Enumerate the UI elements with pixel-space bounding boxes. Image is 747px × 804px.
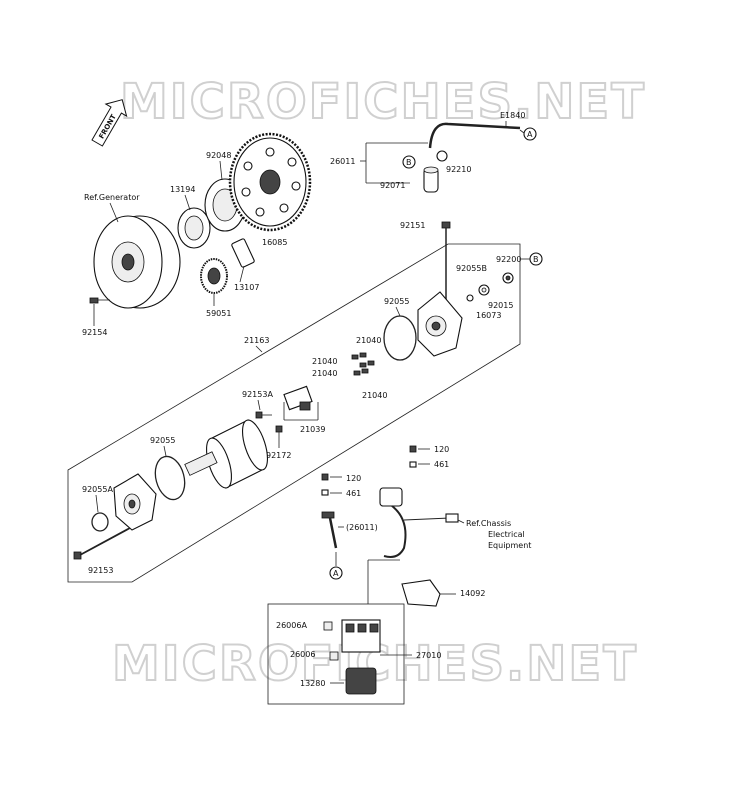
bolt-92153 — [73, 527, 131, 560]
oring-92055B — [466, 294, 474, 302]
label-26011-paren: (26011) — [346, 523, 378, 532]
front-cover — [113, 473, 157, 531]
brush-holder-21039 — [283, 385, 313, 411]
label-92071: 92071 — [380, 181, 405, 190]
label-92055-mid: 92055 — [150, 436, 175, 445]
bolt-120-a — [409, 445, 417, 453]
label-92210: 92210 — [446, 165, 471, 174]
nut-461-a — [409, 461, 417, 468]
label-14092: 14092 — [460, 589, 485, 598]
cap-92071 — [423, 166, 439, 193]
screw-92153A — [255, 411, 272, 419]
label-92153A: 92153A — [242, 390, 273, 399]
gear-59051 — [200, 258, 228, 294]
callout-B-right-label: B — [533, 255, 539, 264]
label-26006: 26006 — [290, 650, 315, 659]
oring-92055A — [91, 512, 109, 532]
callout-B-top-label: B — [406, 158, 412, 167]
callout-A-top-label: A — [527, 130, 533, 139]
label-ref-generator: Ref.Generator — [84, 193, 140, 202]
label-ref-chassis-1: Ref.Chassis — [466, 519, 511, 528]
label-59051: 59051 — [206, 309, 231, 318]
label-92200: 92200 — [496, 255, 521, 264]
shaft-13107 — [231, 238, 255, 268]
rear-cover — [417, 291, 463, 357]
label-92055B: 92055B — [456, 264, 487, 273]
label-92015: 92015 — [488, 301, 513, 310]
label-92055A: 92055A — [82, 485, 113, 494]
label-21040-d: 21040 — [362, 391, 387, 400]
label-ref-chassis-2: Electrical — [488, 530, 525, 539]
label-21039: 21039 — [300, 425, 325, 434]
label-92055-top: 92055 — [384, 297, 409, 306]
brushes-21040 — [351, 352, 375, 376]
generator-rotor — [93, 215, 181, 309]
motor-yoke — [184, 419, 269, 489]
relay-27010 — [341, 619, 381, 653]
fuse-26006A — [323, 621, 333, 631]
label-13194: 13194 — [170, 185, 195, 194]
label-120-b: 120 — [346, 474, 361, 483]
watermark-top: MICROFICHES.NET — [120, 74, 646, 130]
cover-14092 — [401, 579, 441, 607]
relay-box — [267, 603, 405, 705]
cable-26011-lower — [321, 511, 338, 549]
label-92172: 92172 — [266, 451, 291, 460]
callout-A-bottom-label: A — [333, 569, 339, 578]
bolt-92154 — [89, 297, 110, 304]
fuse-26006 — [329, 651, 339, 661]
callout-A-top — [523, 127, 537, 141]
label-21040-c: 21040 — [312, 369, 337, 378]
boot-13280 — [345, 667, 377, 695]
label-21163: 21163 — [244, 336, 269, 345]
callout-A-bottom — [329, 566, 343, 580]
label-16085: 16085 — [262, 238, 287, 247]
label-13280: 13280 — [300, 679, 325, 688]
label-13107: 13107 — [234, 283, 259, 292]
label-26011: 26011 — [330, 157, 355, 166]
label-21040-b: 21040 — [312, 357, 337, 366]
label-26006A: 26006A — [276, 621, 307, 630]
oring-92055-mid — [154, 455, 186, 501]
label-92048: 92048 — [206, 151, 231, 160]
label-27010: 27010 — [416, 651, 441, 660]
nut-92015 — [502, 272, 514, 284]
label-92151: 92151 — [400, 221, 425, 230]
oring-92055-top — [383, 315, 417, 361]
gear-16085 — [228, 132, 312, 232]
label-461-a: 461 — [434, 460, 449, 469]
washer-16073 — [478, 284, 490, 296]
label-92154: 92154 — [82, 328, 107, 337]
bolt-120-b — [321, 473, 329, 481]
label-92153: 92153 — [88, 566, 113, 575]
nut-92210 — [436, 150, 448, 162]
clutch-13194 — [177, 207, 211, 249]
screw-92172 — [275, 425, 283, 433]
label-21040-a: 21040 — [356, 336, 381, 345]
label-461-b: 461 — [346, 489, 361, 498]
nut-461-b — [321, 489, 329, 496]
callout-B-top — [402, 155, 416, 169]
label-ref-chassis-3: Equipment — [488, 541, 531, 550]
label-120-a: 120 — [434, 445, 449, 454]
label-16073: 16073 — [476, 311, 501, 320]
starter-cable — [379, 487, 459, 558]
label-E1840: E1840 — [500, 111, 525, 120]
